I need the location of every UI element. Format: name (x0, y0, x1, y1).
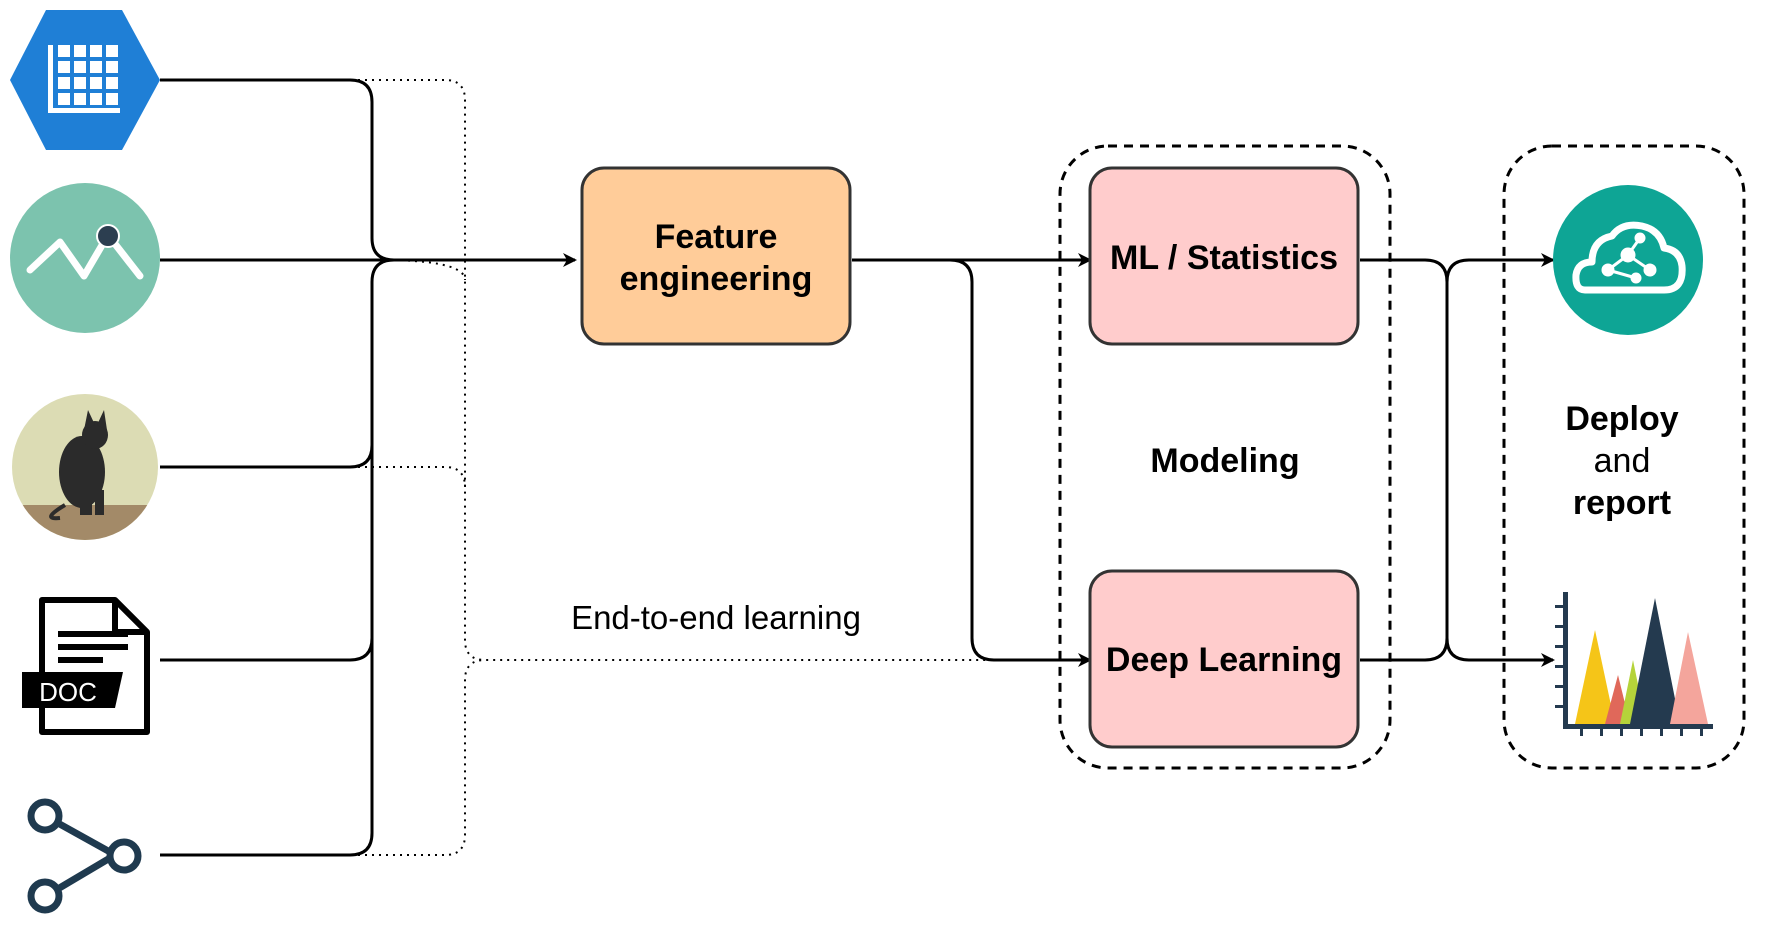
connector-fe-to-dl (949, 258, 1092, 667)
dotted-connector-timeseries (379, 259, 466, 281)
connector-dl-to-cloud (1360, 253, 1555, 662)
connector-table (160, 78, 395, 262)
connector-graph (160, 638, 374, 857)
cat-image-icon (12, 394, 158, 540)
time-series-icon (10, 183, 160, 333)
deploy-label-line3: report (1573, 484, 1671, 522)
process-connectors (852, 253, 1555, 667)
end-to-end-learning-label: End-to-end learning (571, 599, 861, 636)
input-connectors (160, 78, 577, 857)
cloud-deploy-icon (1553, 185, 1703, 335)
deploy-label-line2: and (1594, 442, 1651, 480)
modeling-group (1058, 144, 1392, 770)
modeling-group-label: Modeling (1150, 442, 1299, 480)
deep-learning-label: Deep Learning (1106, 641, 1342, 679)
svg-text:DOC: DOC (39, 677, 97, 707)
feature-engineering-label-line2: engineering (620, 260, 813, 298)
doc-file-icon: DOC (22, 597, 150, 735)
dotted-connector-image (330, 466, 466, 488)
report-chart-icon (1555, 592, 1713, 736)
feature-engineering-label-line1: Feature (655, 218, 778, 256)
dotted-connector-graph (330, 659, 486, 856)
graph-network-icon (27, 798, 142, 914)
deploy-group (1502, 144, 1746, 770)
ml-statistics-node: ML / Statistics (1088, 166, 1360, 346)
deploy-label-line1: Deploy (1565, 400, 1678, 438)
table-icon (10, 10, 160, 150)
ml-statistics-label: ML / Statistics (1110, 239, 1338, 277)
feature-engineering-node: Feature engineering (580, 166, 852, 346)
connector-image (160, 258, 395, 469)
connector-doc (160, 282, 374, 662)
deep-learning-node: Deep Learning (1088, 569, 1360, 749)
